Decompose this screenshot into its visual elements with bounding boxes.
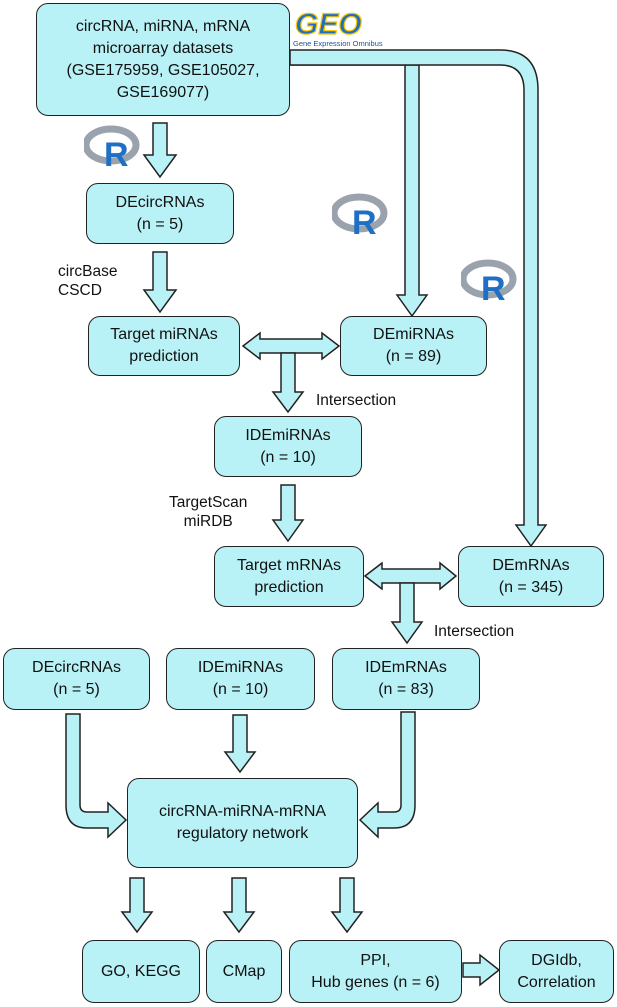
- box-idemrnas: IDEmRNAs (n = 83): [332, 648, 480, 710]
- box-decircrnas-2-text: DEcircRNAs (n = 5): [32, 659, 121, 698]
- geo-wordmark: GEO: [295, 8, 362, 41]
- double-arrow-mrna: [363, 561, 458, 591]
- box-demirnas-text: DEmiRNAs (n = 89): [373, 326, 454, 365]
- r-logo-icon: R: [332, 193, 388, 238]
- box-decircrnas: DEcircRNAs (n = 5): [86, 183, 234, 244]
- box-demrnas: DEmRNAs (n = 345): [458, 546, 604, 607]
- box-idemirnas-text: IDEmiRNAs (n = 10): [245, 426, 331, 466]
- box-dgidb: DGIdb, Correlation: [499, 940, 614, 1003]
- arrow-ppi-to-dgidb: [462, 953, 501, 987]
- arrow-intersection-to-idemrna: [390, 582, 424, 645]
- r-logo-icon: R: [84, 125, 140, 170]
- box-demirnas: DEmiRNAs (n = 89): [340, 316, 487, 376]
- geo-caption: Gene Expression Omnibus: [293, 39, 383, 48]
- label-intersection-2: Intersection: [434, 623, 515, 640]
- box-decircrnas-2: DEcircRNAs (n = 5): [3, 648, 150, 710]
- box-idemirnas-2-text: IDEmiRNAs (n = 10): [197, 659, 284, 698]
- arrow-decirc-to-target-mirna: [142, 251, 178, 314]
- box-datasets-text: circRNA, miRNA, mRNA microarray datasets…: [66, 17, 260, 101]
- box-ppi-text: PPI, Hub genes (n = 6): [311, 951, 440, 991]
- label-targetscan-mirdb: TargetScan miRDB: [169, 494, 248, 530]
- arrow-network-to-ppi: [330, 877, 364, 934]
- arrow-geo-to-demirna: [289, 50, 429, 318]
- r-logo-icon: R: [461, 259, 517, 304]
- box-idemirnas: IDEmiRNAs (n = 10): [214, 416, 362, 477]
- box-idemirnas-2: IDEmiRNAs (n = 10): [166, 648, 315, 710]
- box-datasets: circRNA, miRNA, mRNA microarray datasets…: [36, 3, 290, 116]
- box-target-mrnas: Target mRNAs prediction: [214, 546, 364, 607]
- box-network-text: circRNA-miRNA-mRNA regulatory network: [158, 803, 327, 842]
- box-go-kegg: GO, KEGG: [82, 940, 200, 1003]
- label-circbase-cscd: circBase CSCD: [58, 263, 118, 299]
- arrow-idemrna-to-network: [358, 711, 416, 839]
- box-network: circRNA-miRNA-mRNA regulatory network: [127, 778, 358, 868]
- box-decircrnas-text: DEcircRNAs (n = 5): [115, 193, 205, 233]
- box-cmap: CMap: [206, 940, 282, 1003]
- svg-text:R: R: [352, 204, 377, 238]
- arrow-decirc2-to-network: [65, 713, 128, 839]
- svg-text:R: R: [104, 136, 129, 170]
- box-target-mirnas-text: Target miRNAs prediction: [110, 326, 218, 365]
- box-ppi: PPI, Hub genes (n = 6): [289, 940, 462, 1003]
- arrow-network-to-cmap: [222, 877, 256, 934]
- arrow-idemirna-to-target-mrna: [271, 484, 305, 543]
- box-target-mrnas-text: Target mRNAs prediction: [236, 556, 342, 596]
- box-target-mirnas: Target miRNAs prediction: [88, 316, 240, 376]
- arrow-idemirna2-to-network: [223, 714, 257, 774]
- arrow-intersection-to-idemirna: [271, 352, 305, 414]
- svg-text:R: R: [481, 270, 506, 304]
- box-go-kegg-text: GO, KEGG: [100, 962, 181, 980]
- box-cmap-text: CMap: [222, 962, 266, 980]
- box-idemrnas-text: IDEmRNAs (n = 83): [365, 659, 447, 698]
- geo-logo: GEO Gene Expression Omnibus: [293, 7, 383, 48]
- double-arrow-mirna: [241, 331, 341, 361]
- box-dgidb-text: DGIdb, Correlation: [517, 951, 596, 991]
- label-intersection-1: Intersection: [316, 392, 397, 409]
- arrow-network-to-go: [120, 877, 154, 934]
- box-demrnas-text: DEmRNAs (n = 345): [492, 556, 570, 596]
- arrow-datasets-to-decirc: [142, 122, 178, 179]
